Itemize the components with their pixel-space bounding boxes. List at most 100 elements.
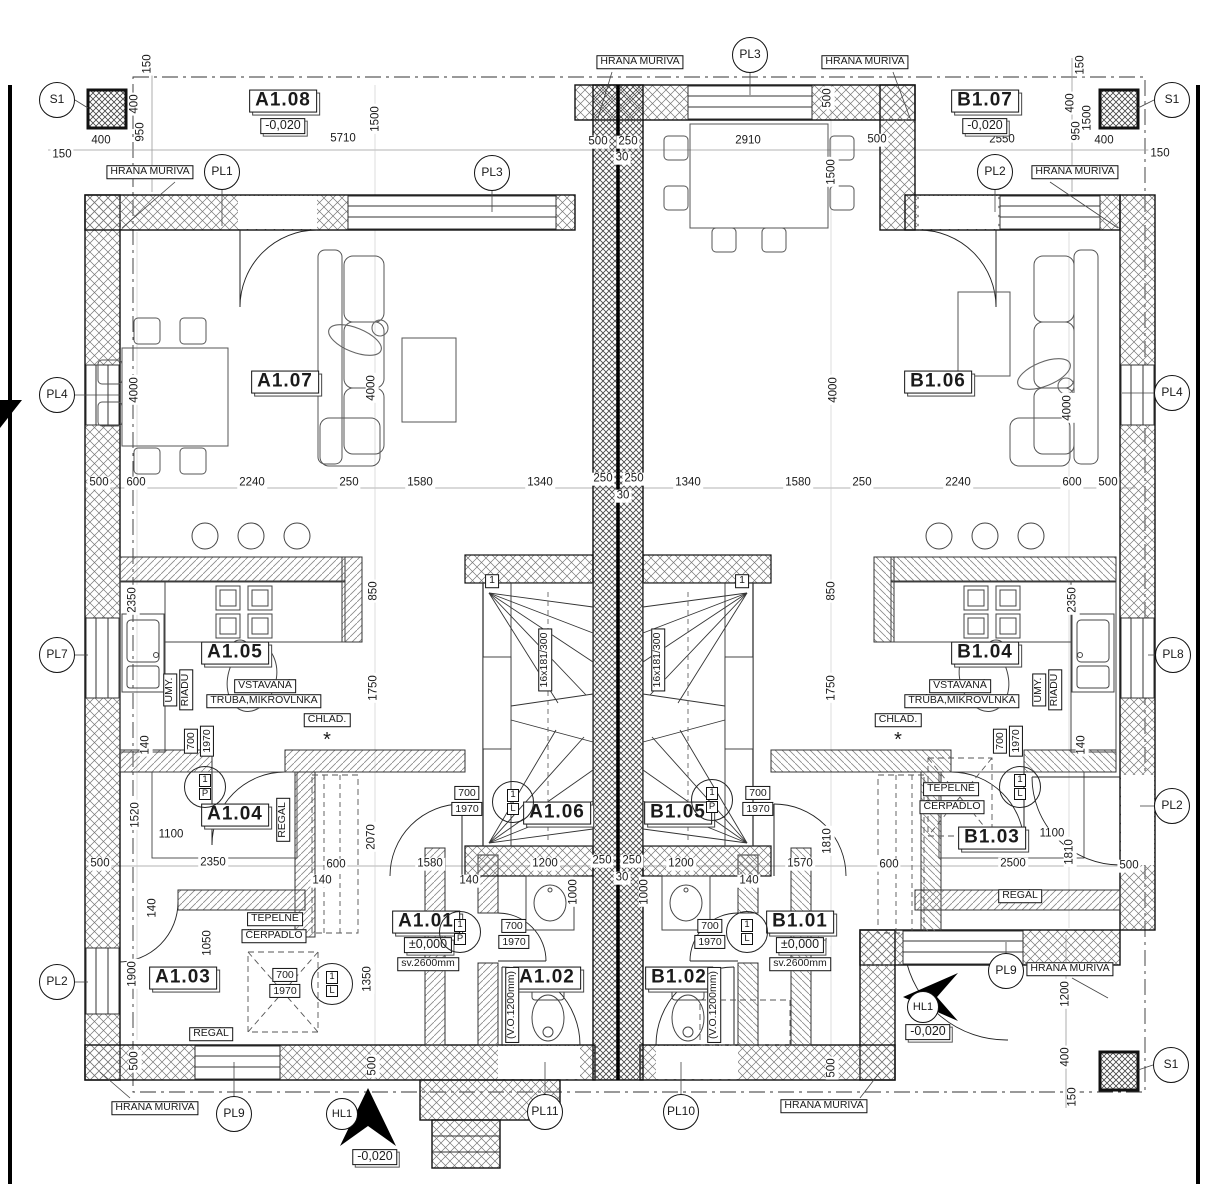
dim: 400 (1064, 91, 1078, 115)
dim: 2350 (126, 585, 140, 615)
room-label-a106: A1.06 (523, 801, 591, 825)
room-label-a103: A1.03 (149, 966, 217, 990)
door-hand-right: P (705, 800, 719, 813)
dim: 2240 (237, 476, 267, 490)
dim: 250 (616, 135, 640, 149)
s1-columns (86, 88, 1140, 1092)
dim: 400 (1059, 1045, 1073, 1069)
door-number: 1 (1014, 774, 1026, 787)
marker-pl3: PL3 (474, 155, 510, 191)
door-width: 700 (745, 785, 771, 800)
level-label: -0,020 (962, 118, 1008, 134)
dim: 1100 (156, 828, 186, 842)
party-wall (592, 84, 644, 1081)
dim: 150 (1074, 53, 1088, 77)
dim: 1050 (201, 928, 215, 958)
entry-steps (432, 1135, 500, 1153)
door-width: 700 (272, 967, 298, 982)
ceiling-height-label: sv.2600mm (769, 957, 831, 971)
dim: 140 (1075, 733, 1089, 757)
fridge-note: CHLAD. (303, 713, 351, 727)
wall-edge-note: HRANA MURIVA (780, 1099, 868, 1113)
dishwasher-note: UMY. (163, 673, 177, 707)
dim: 1000 (638, 877, 652, 907)
dim: 30 (613, 871, 631, 885)
dim: 1340 (525, 476, 555, 490)
wall-edge-note: HRANA MURIVA (596, 55, 684, 69)
dim: 250 (337, 476, 361, 490)
room-label-a102: A1.02 (513, 966, 581, 990)
dim: 5710 (328, 132, 358, 146)
room-label-a104: A1.04 (201, 803, 269, 827)
entrance-arrow-a (340, 1088, 396, 1146)
dim: 500 (366, 1054, 380, 1078)
marker-pl4: PL4 (39, 377, 75, 413)
door-hand-left: L (741, 932, 753, 945)
shelf-note: REGÁL (998, 889, 1042, 903)
level-label: ±0,000 (775, 937, 825, 953)
marker-pl3: PL3 (732, 37, 768, 73)
dim: 1810 (821, 826, 835, 856)
door-hand-left: L (326, 984, 338, 997)
door-number: 1 (706, 787, 718, 800)
door-number: 1 (199, 774, 211, 787)
dim: 500 (1096, 476, 1120, 490)
dishwasher-note: RIADU (1048, 669, 1062, 711)
fridge-note: CHLAD. (874, 713, 922, 727)
ceiling-height-label: sv.2600mm (397, 957, 459, 971)
dim: 1580 (783, 476, 813, 490)
room-label-b104: B1.04 (951, 641, 1019, 665)
marker-hl1: HL1 (907, 991, 939, 1023)
dim: 250 (850, 476, 874, 490)
dim: 500 (87, 476, 111, 490)
dim: 140 (737, 874, 761, 888)
dim: 1000 (567, 877, 581, 907)
dim: 1200 (666, 857, 696, 871)
leader-lines (74, 71, 1155, 1099)
door-height: 1970 (451, 802, 483, 817)
marker-pl11: PL11 (527, 1094, 563, 1130)
dim: 140 (457, 874, 481, 888)
door-height: 1970 (200, 725, 215, 757)
room-label-b102: B1.02 (645, 966, 713, 990)
dim: 140 (146, 896, 160, 920)
dim: 1500 (369, 104, 383, 134)
heat-pump-note: TEPELNÉ (923, 782, 979, 796)
dim: 2500 (998, 857, 1028, 871)
room-label-b103: B1.03 (958, 826, 1026, 850)
dim: 30 (614, 489, 632, 503)
wall-edge-note: HRANA MURIVA (821, 55, 909, 69)
fold-mark (0, 400, 22, 428)
dishwasher-note: UMY. (1032, 673, 1046, 707)
marker-pl2: PL2 (977, 154, 1013, 190)
door-hand-right: P (198, 787, 212, 800)
dim: 600 (1060, 476, 1084, 490)
dim: 2070 (365, 822, 379, 852)
heat-pump-note: ČERPADLO (919, 800, 985, 814)
room-label-b106: B1.06 (904, 370, 972, 394)
door-width: 700 (183, 728, 198, 754)
dim: 500 (821, 86, 835, 110)
dim: 30 (613, 151, 631, 165)
dim: 850 (367, 579, 381, 603)
marker-s1: S1 (1154, 82, 1190, 118)
dim: 250 (622, 472, 646, 486)
door-number: 1 (326, 971, 338, 984)
marker-pl1: PL1 (204, 154, 240, 190)
dim: 150 (1066, 1085, 1080, 1109)
dim: 600 (324, 858, 348, 872)
door-width: 700 (697, 918, 723, 933)
dim: 1580 (405, 476, 435, 490)
dim: 140 (310, 874, 334, 888)
